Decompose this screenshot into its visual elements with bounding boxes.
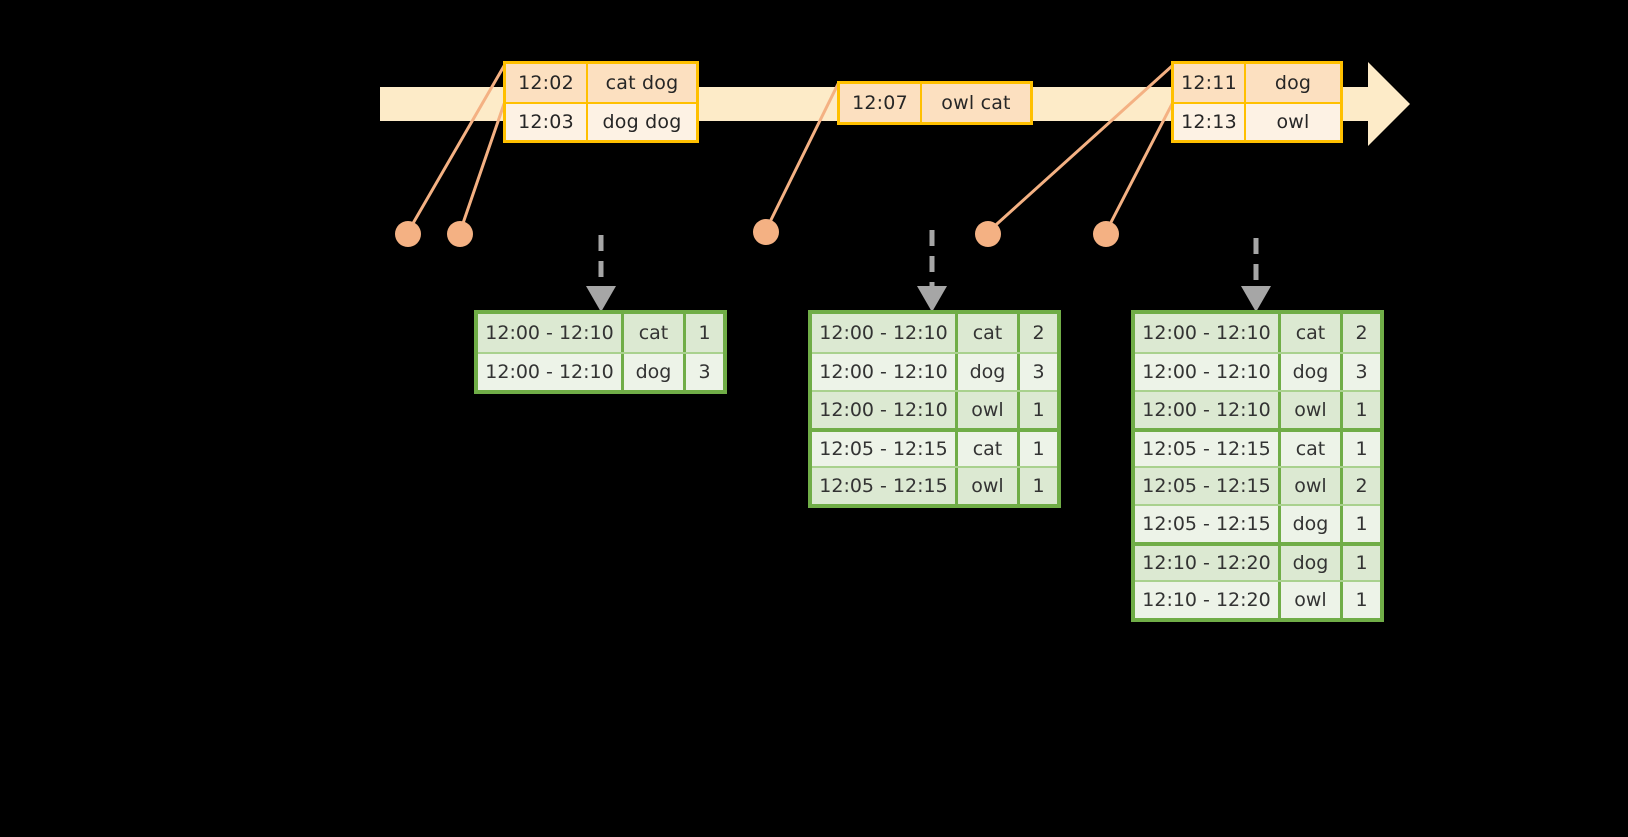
event-row: 12:07 owl cat [840,84,1030,122]
table-row: 12:00 - 12:10 cat 1 [478,314,723,352]
connector-dot-4 [975,221,1001,247]
event-payload: dog dog [588,104,696,140]
dashed-arrow-head-1 [586,286,616,312]
table-row: 12:05 - 12:15 cat 1 [812,428,1057,466]
dashed-arrow-head-2 [917,286,947,312]
window-cell: 12:00 - 12:10 [812,354,955,390]
table-row: 12:05 - 12:15 dog 1 [1135,504,1380,542]
table-row: 12:05 - 12:15 owl 2 [1135,466,1380,504]
key-cell: owl [1278,582,1340,618]
result-table-1: 12:00 - 12:10 cat 1 12:00 - 12:10 dog 3 [474,310,727,394]
event-group-1: 12:02 cat dog 12:03 dog dog [503,61,699,143]
key-cell: cat [1278,432,1340,466]
count-cell: 1 [1340,506,1380,542]
table-row: 12:00 - 12:10 owl 1 [812,390,1057,428]
key-cell: cat [1278,314,1340,352]
key-cell: dog [1278,354,1340,390]
key-cell: cat [955,432,1017,466]
event-group-2: 12:07 owl cat [837,81,1033,125]
event-row: 12:11 dog [1174,64,1340,102]
table-row: 12:00 - 12:10 dog 3 [812,352,1057,390]
window-cell: 12:00 - 12:10 [1135,314,1278,352]
count-cell: 1 [683,314,723,352]
count-cell: 2 [1017,314,1057,352]
window-cell: 12:00 - 12:10 [478,314,621,352]
window-cell: 12:05 - 12:15 [1135,506,1278,542]
connector-line-3 [764,82,840,232]
table-row: 12:00 - 12:10 cat 2 [812,314,1057,352]
event-payload: owl cat [922,84,1030,122]
key-cell: owl [1278,392,1340,428]
connector-line-1 [406,64,506,234]
window-cell: 12:00 - 12:10 [1135,392,1278,428]
event-payload: cat dog [588,64,696,102]
event-payload: dog [1246,64,1340,102]
table-row: 12:05 - 12:15 cat 1 [1135,428,1380,466]
count-cell: 3 [683,354,723,390]
dashed-arrow-head-3 [1241,286,1271,312]
event-time: 12:11 [1174,64,1246,102]
count-cell: 1 [1340,546,1380,580]
event-group-3: 12:11 dog 12:13 owl [1171,61,1343,143]
connector-dot-5 [1093,221,1119,247]
window-cell: 12:05 - 12:15 [812,432,955,466]
count-cell: 1 [1017,432,1057,466]
event-row: 12:13 owl [1174,102,1340,140]
table-row: 12:00 - 12:10 owl 1 [1135,390,1380,428]
window-cell: 12:10 - 12:20 [1135,546,1278,580]
event-time: 12:03 [506,104,588,140]
event-row: 12:02 cat dog [506,64,696,102]
count-cell: 1 [1340,432,1380,466]
key-cell: dog [955,354,1017,390]
event-payload: owl [1246,104,1340,140]
count-cell: 1 [1017,468,1057,504]
table-row: 12:10 - 12:20 dog 1 [1135,542,1380,580]
connector-dot-2 [447,221,473,247]
count-cell: 1 [1340,582,1380,618]
result-table-3: 12:00 - 12:10 cat 2 12:00 - 12:10 dog 3 … [1131,310,1384,622]
count-cell: 2 [1340,468,1380,504]
connector-line-2 [458,102,506,234]
window-cell: 12:05 - 12:15 [812,468,955,504]
window-cell: 12:10 - 12:20 [1135,582,1278,618]
count-cell: 1 [1340,392,1380,428]
key-cell: dog [621,354,683,390]
key-cell: owl [955,468,1017,504]
window-cell: 12:00 - 12:10 [812,392,955,428]
key-cell: owl [955,392,1017,428]
event-row: 12:03 dog dog [506,102,696,140]
event-time: 12:02 [506,64,588,102]
table-row: 12:00 - 12:10 dog 3 [1135,352,1380,390]
window-cell: 12:00 - 12:10 [478,354,621,390]
event-time: 12:07 [840,84,922,122]
result-table-2: 12:00 - 12:10 cat 2 12:00 - 12:10 dog 3 … [808,310,1061,508]
key-cell: cat [955,314,1017,352]
window-cell: 12:00 - 12:10 [812,314,955,352]
table-row: 12:00 - 12:10 dog 3 [478,352,723,390]
connector-line-5 [1104,102,1174,234]
count-cell: 1 [1017,392,1057,428]
table-row: 12:05 - 12:15 owl 1 [812,466,1057,504]
table-row: 12:10 - 12:20 owl 1 [1135,580,1380,618]
window-cell: 12:00 - 12:10 [1135,354,1278,390]
window-cell: 12:05 - 12:15 [1135,468,1278,504]
connector-dot-3 [753,219,779,245]
key-cell: dog [1278,506,1340,542]
key-cell: cat [621,314,683,352]
window-cell: 12:05 - 12:15 [1135,432,1278,466]
count-cell: 2 [1340,314,1380,352]
key-cell: owl [1278,468,1340,504]
count-cell: 3 [1017,354,1057,390]
key-cell: dog [1278,546,1340,580]
table-row: 12:00 - 12:10 cat 2 [1135,314,1380,352]
count-cell: 3 [1340,354,1380,390]
event-time: 12:13 [1174,104,1246,140]
connector-dot-1 [395,221,421,247]
